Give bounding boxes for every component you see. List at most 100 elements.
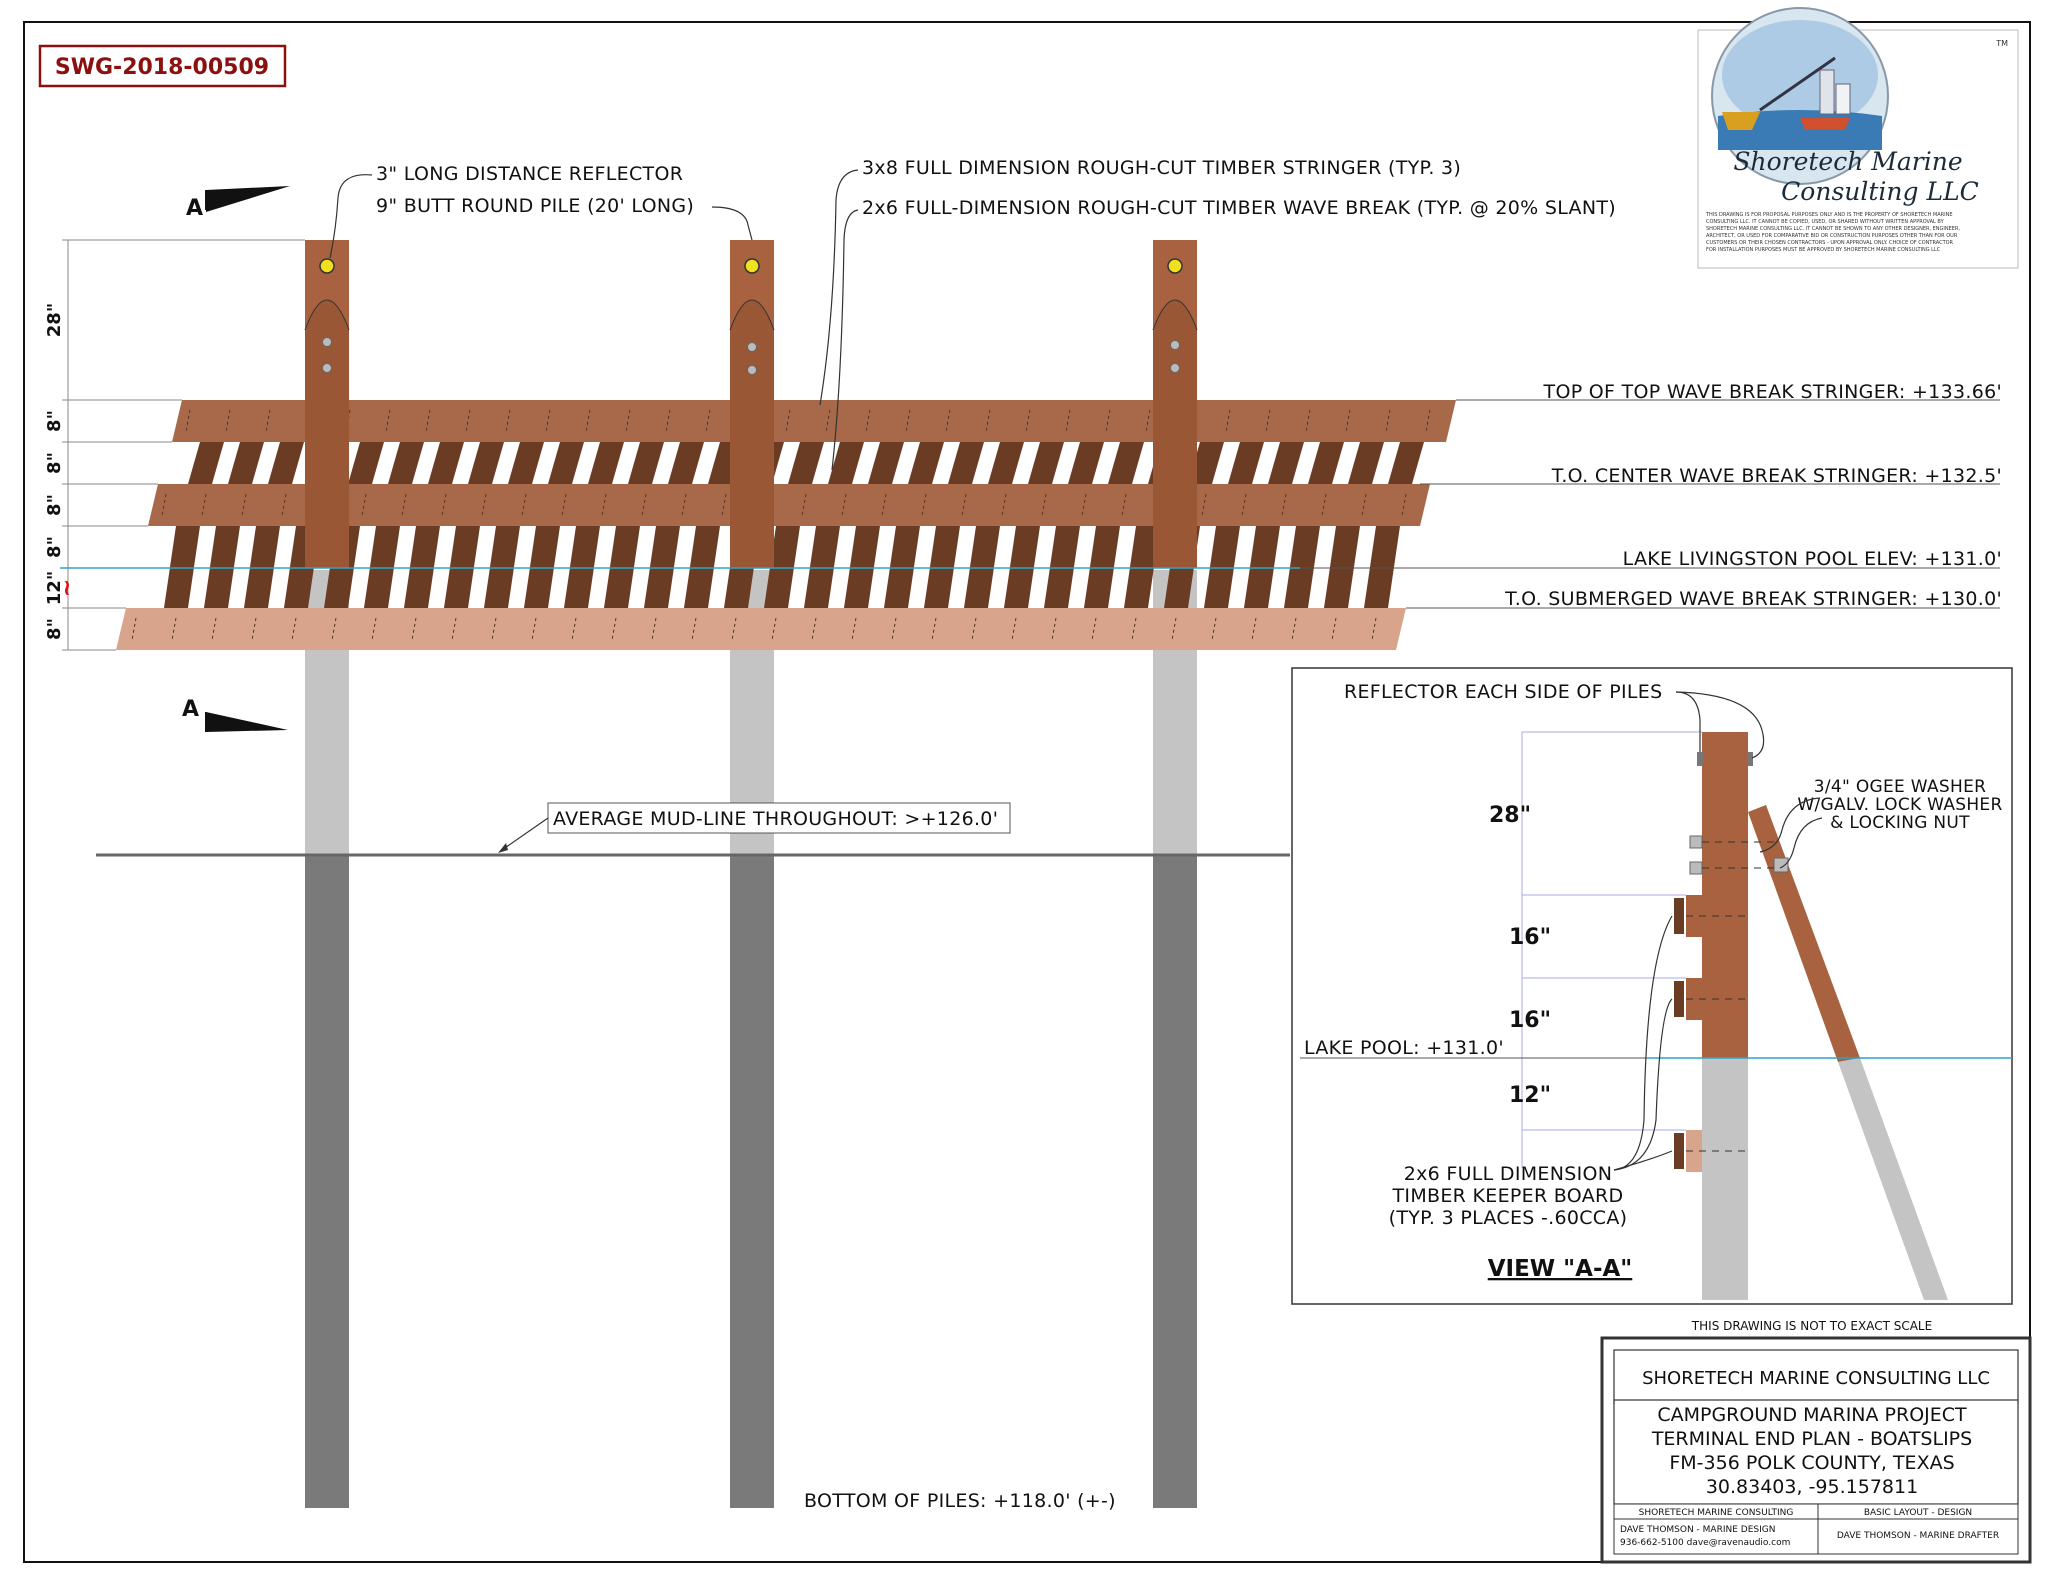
slat — [1084, 526, 1120, 608]
keeper-note: (TYP. 3 PLACES -.60CCA) — [1389, 1207, 1628, 1229]
slat — [1228, 442, 1264, 484]
slat — [844, 526, 880, 608]
stringer-mark — [505, 409, 511, 433]
slat — [1268, 442, 1304, 484]
stringer-mark — [1401, 493, 1407, 517]
stringer-mark — [1361, 493, 1367, 517]
stringer-mark — [931, 617, 937, 641]
drawing-number: SWG-2018-00509 — [55, 55, 269, 80]
stringer-mark — [251, 617, 257, 641]
center-stringer — [148, 484, 1430, 526]
stringer-mark — [705, 409, 711, 433]
stringer-mark — [161, 493, 167, 517]
stringer-mark — [211, 617, 217, 641]
stringer-mark — [825, 409, 831, 433]
stringer-mark — [721, 493, 727, 517]
slat — [508, 442, 544, 484]
elevation-label: T.O. SUBMERGED WAVE BREAK STRINGER: +130… — [1504, 588, 2002, 610]
slat — [604, 526, 640, 608]
view-dim: 12" — [1509, 1083, 1551, 1108]
section-marker-top: A — [186, 186, 290, 221]
stringer-mark — [971, 617, 977, 641]
stringer-mark — [1001, 493, 1007, 517]
reflector-icon — [1167, 258, 1183, 274]
stringer-mark — [561, 493, 567, 517]
reflector-note: REFLECTOR EACH SIDE OF PILES — [1344, 681, 1662, 703]
tb-drafter: DAVE THOMSON - MARINE DRAFTER — [1837, 1531, 1999, 1541]
post-wood — [1702, 732, 1748, 1058]
tb-contact: 936-662-5100 dave@ravenaudio.com — [1620, 1538, 1790, 1548]
stringer-mark — [545, 409, 551, 433]
water-indicator: ~ — [55, 579, 80, 597]
pile-embedded — [1153, 855, 1197, 1508]
stringer-mark — [1201, 493, 1207, 517]
dim-8: 8" — [44, 536, 65, 558]
stringer-mark — [1211, 617, 1217, 641]
slat — [1348, 442, 1384, 484]
pile — [1152, 240, 1198, 568]
logo-disclaimer: THIS DRAWING IS FOR PROPOSAL PURPOSES ON… — [1705, 212, 1952, 218]
brace-lower — [1838, 1058, 1948, 1300]
view-dim: 16" — [1509, 925, 1551, 950]
pile-lower-parts — [305, 570, 1197, 1508]
stringer-mark — [1081, 493, 1087, 517]
mud-line-callout: AVERAGE MUD-LINE THROUGHOUT: >+126.0' — [553, 808, 998, 830]
slat — [164, 526, 200, 608]
stringer-mark — [611, 617, 617, 641]
project-line: FM-356 POLK COUNTY, TEXAS — [1669, 1452, 1954, 1474]
svg-text:A: A — [182, 697, 199, 722]
stringer-mark — [491, 617, 497, 641]
slat — [268, 442, 304, 484]
logo-disclaimer: CUSTOMERS OR THEIR CHOSEN CONTRACTORS - … — [1706, 240, 1954, 246]
elevation-label: T.O. CENTER WAVE BREAK STRINGER: +132.5' — [1551, 465, 2002, 487]
stringer-mark — [731, 617, 737, 641]
dim-12: 12" — [44, 571, 65, 605]
reflector-icon — [1697, 752, 1703, 766]
stringer-mark — [1251, 617, 1257, 641]
mud-line-callout-box — [547, 802, 1011, 834]
svg-text:A: A — [186, 196, 203, 221]
view-dim: 16" — [1509, 1008, 1551, 1033]
stringer-mark — [625, 409, 631, 433]
stringer-mark — [1145, 409, 1151, 433]
stringer-mark — [385, 409, 391, 433]
trademark: TM — [1995, 39, 2008, 48]
stringer-mark — [361, 493, 367, 517]
stringer-mark — [641, 493, 647, 517]
slat — [188, 442, 224, 484]
bottom-of-piles-label: BOTTOM OF PILES: +118.0' (+-) — [804, 1490, 1116, 1512]
stringer-mark — [1331, 617, 1337, 641]
stringer-mark — [1225, 409, 1231, 433]
stringer-mark — [665, 409, 671, 433]
pile-callout: 9" BUTT ROUND PILE (20' LONG) — [376, 195, 694, 217]
stringer-mark — [985, 409, 991, 433]
slat — [1204, 526, 1240, 608]
top-stringer — [172, 400, 1456, 442]
stringer-mark — [241, 493, 247, 517]
stringer-mark — [1091, 617, 1097, 641]
stringer-mark — [691, 617, 697, 641]
view-dim: 28" — [1489, 803, 1531, 828]
dim-8: 8" — [44, 494, 65, 516]
slat — [1044, 526, 1080, 608]
stringer-mark — [891, 617, 897, 641]
bolt-icon — [747, 342, 757, 352]
slat — [524, 526, 560, 608]
stringer-mark — [921, 493, 927, 517]
wave-break-callout: 2x6 FULL-DIMENSION ROUGH-CUT TIMBER WAVE… — [862, 197, 1616, 219]
slat — [948, 442, 984, 484]
stringer-mark — [1171, 617, 1177, 641]
stringer-mark — [1051, 617, 1057, 641]
washer-note: 3/4" OGEE WASHER — [1814, 777, 1986, 797]
washer-icon — [1773, 857, 1789, 873]
stringer-mark — [585, 409, 591, 433]
tb-left-header: SHORETECH MARINE CONSULTING — [1639, 1508, 1794, 1518]
stringer-mark — [331, 617, 337, 641]
stringer-mark — [1011, 617, 1017, 641]
stringer-mark — [225, 409, 231, 433]
section-marker-bottom: A — [182, 697, 288, 732]
stringer-mark — [681, 493, 687, 517]
title-block: SHORETECH MARINE CONSULTING LLC CAMPGROU… — [1600, 1336, 2032, 1564]
elevation-label: LAKE LIVINGSTON POOL ELEV: +131.0' — [1623, 548, 2002, 570]
stringer-mark — [1241, 493, 1247, 517]
